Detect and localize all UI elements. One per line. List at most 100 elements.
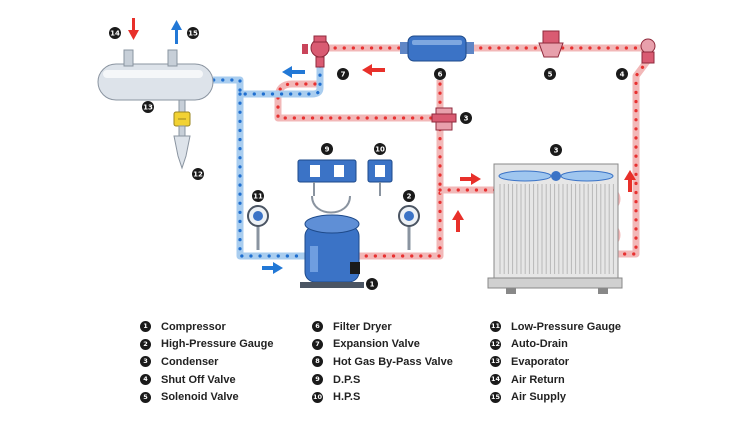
hot-gas-bypass-valve (431, 107, 457, 131)
badge-1: 1 (366, 278, 378, 290)
badge-6: 6 (434, 68, 446, 80)
hot-refrigerant-line (326, 44, 652, 62)
legend-column-2: 6 Filter Dryer 7 Expansion Valve 8 Hot Gas … (312, 318, 532, 406)
legend-label: Hot Gas By-Pass Valve (333, 355, 453, 368)
legend-item: 7 Expansion Valve (312, 336, 532, 354)
dps-switch (297, 159, 357, 196)
badge-10: 10 (374, 143, 386, 155)
legend-label: Solenoid Valve (161, 391, 239, 404)
svg-text:12: 12 (193, 171, 203, 179)
filter-dryer (400, 35, 474, 62)
legend-item: 5 Solenoid Valve (140, 388, 360, 406)
expansion-valve (302, 35, 330, 68)
svg-text:3: 3 (464, 115, 469, 123)
arrow-left-icon (362, 64, 385, 76)
arrow-right-icon (460, 173, 481, 185)
svg-text:7: 7 (341, 71, 346, 79)
legend-item: 11 Low-Pressure Gauge (490, 318, 710, 336)
svg-text:1: 1 (370, 281, 375, 289)
solenoid-valve (538, 30, 564, 58)
badge-9: 9 (321, 143, 333, 155)
number-badge: 6 (312, 321, 323, 333)
number-badge: 7 (312, 338, 323, 350)
flow-dots (276, 58, 442, 120)
evaporator (97, 49, 214, 101)
flow-dots (616, 58, 650, 256)
arrow-right-icon (262, 262, 283, 274)
svg-text:14: 14 (110, 30, 120, 38)
number-badge: 3 (140, 356, 151, 368)
number-badge: 14 (490, 374, 501, 386)
svg-text:11: 11 (253, 193, 263, 201)
badge-5: 5 (544, 68, 556, 80)
svg-text:3: 3 (554, 147, 559, 155)
arrow-up-icon (452, 210, 464, 232)
legend-column-3: 11 Low-Pressure Gauge 12 Auto-Drain 13 Evap… (490, 318, 710, 406)
hot-refrigerant-line (618, 57, 651, 258)
legend-item: 12 Auto-Drain (490, 336, 710, 354)
legend-label: Evaporator (511, 355, 570, 368)
svg-text:6: 6 (438, 71, 443, 79)
svg-text:13: 13 (143, 104, 153, 112)
number-badge: 11 (490, 321, 501, 333)
legend-item: 3 Condenser (140, 353, 360, 371)
legend-item: 14 Air Return (490, 371, 710, 389)
flow-dots (211, 64, 322, 96)
svg-text:9: 9 (325, 146, 330, 154)
low-pressure-gauge (247, 205, 269, 250)
number-badge: 12 (490, 338, 501, 350)
component-badges: 1 2 3 4 5 6 7 3 9 10 11 12 13 14 15 (109, 27, 628, 290)
legend-item: 6 Filter Dryer (312, 318, 532, 336)
number-badge: 5 (140, 391, 151, 403)
hot-refrigerant-line (348, 80, 444, 260)
svg-text:2: 2 (407, 193, 412, 201)
flow-dots (346, 78, 442, 258)
flow-arrows (128, 18, 636, 274)
legend-label: Condenser (161, 355, 219, 368)
legend-label: Shut Off Valve (161, 373, 236, 386)
legend-label: Filter Dryer (333, 320, 392, 333)
high-pressure-gauge (398, 205, 420, 250)
number-badge: 4 (140, 374, 151, 386)
legend-label: Air Return (511, 373, 565, 386)
legend-label: H.P.S (333, 391, 361, 404)
number-badge: 13 (490, 356, 501, 368)
arrow-up-icon (624, 170, 636, 192)
number-badge: 15 (490, 391, 501, 403)
legend-label: Low-Pressure Gauge (511, 320, 622, 333)
number-badge: 1 (140, 321, 151, 333)
legend-label: Auto-Drain (511, 338, 568, 351)
svg-text:10: 10 (375, 146, 385, 154)
arrow-up-icon (171, 20, 182, 44)
legend-item: 8 Hot Gas By-Pass Valve (312, 353, 532, 371)
shut-off-valve (640, 38, 656, 64)
svg-text:4: 4 (620, 71, 625, 79)
arrow-left-icon (282, 66, 305, 78)
condenser (487, 163, 623, 294)
legend-item: 4 Shut Off Valve (140, 371, 360, 389)
badge-11: 11 (252, 190, 264, 202)
badge-12: 12 (192, 168, 204, 180)
badge-4: 4 (616, 68, 628, 80)
badge-14: 14 (109, 27, 121, 39)
auto-drain (173, 99, 191, 170)
compressor (300, 195, 364, 288)
badge-13: 13 (142, 101, 154, 113)
svg-text:15: 15 (188, 30, 198, 38)
badge-3-condenser: 3 (550, 144, 562, 156)
number-badge: 8 (312, 356, 323, 368)
badge-7: 7 (337, 68, 349, 80)
legend-label: Expansion Valve (333, 338, 420, 351)
badge-8: 3 (460, 112, 472, 124)
hps-switch (367, 159, 393, 196)
badge-15: 15 (187, 27, 199, 39)
arrow-down-icon (128, 18, 139, 40)
hot-refrigerant-line (274, 60, 440, 122)
svg-text:5: 5 (548, 71, 553, 79)
